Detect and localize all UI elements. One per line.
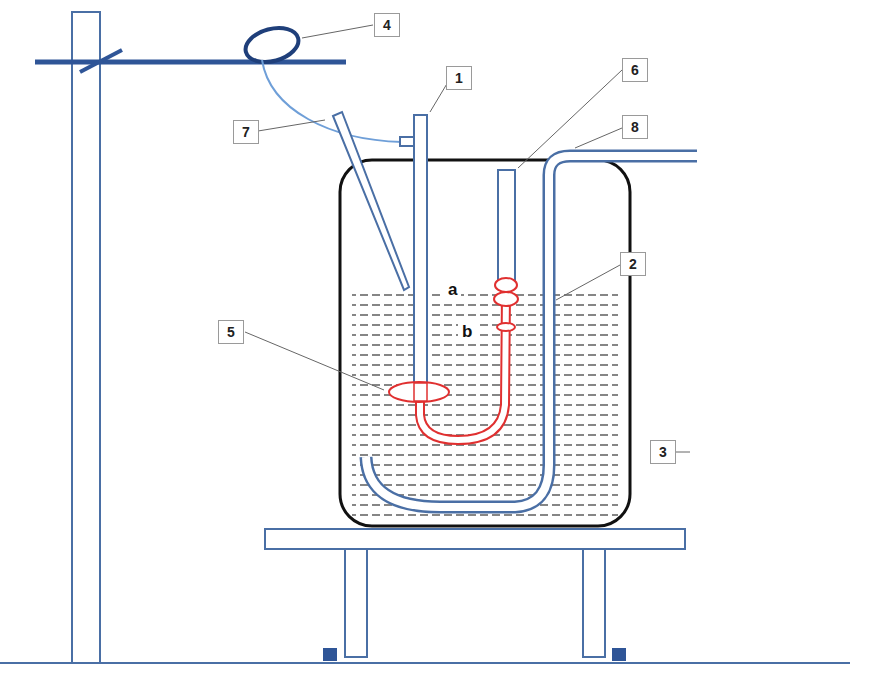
bulb [495,278,517,292]
callout-text: 1 [455,70,463,86]
callout-number: 5 [218,320,244,344]
callout-text: 2 [629,256,637,272]
water [352,290,618,518]
disc-hub [414,383,427,401]
table-leg [345,549,367,657]
sample-tube-bore [420,292,506,440]
bulb [497,323,515,331]
callout-text: 3 [659,444,667,460]
table-leg [583,549,605,657]
connecting-wire [262,60,402,142]
clamp-knob [80,50,122,72]
table-top [265,529,685,549]
callout-number: 8 [622,115,648,139]
disc [389,382,449,402]
callout-number: 3 [650,440,676,464]
callout-number: 1 [446,66,472,90]
table-foot [612,648,626,661]
beaker [340,160,630,526]
part-letter: a [444,280,461,300]
callout-number: 7 [233,120,259,144]
bench-line [0,662,850,664]
callout-text: 7 [242,124,250,140]
callout-number: 4 [374,13,400,37]
upright-tube [498,170,515,282]
coil-ring [242,23,302,68]
callout-text: 5 [227,324,235,340]
sample-tube [420,292,506,440]
callout-text: 8 [631,119,639,135]
leader-lines [245,25,690,452]
callout-number: 2 [620,252,646,276]
pipette [333,112,409,290]
table-foot [323,648,337,661]
bulb [494,292,518,306]
callout-number: 6 [622,58,648,82]
callout-text: 4 [383,17,391,33]
part-letter: b [458,322,476,342]
side-port [400,137,414,146]
callout-text: 6 [631,62,639,78]
clamp-arm [35,60,346,65]
stand-pole [72,12,100,663]
vertical-tube [414,115,427,393]
